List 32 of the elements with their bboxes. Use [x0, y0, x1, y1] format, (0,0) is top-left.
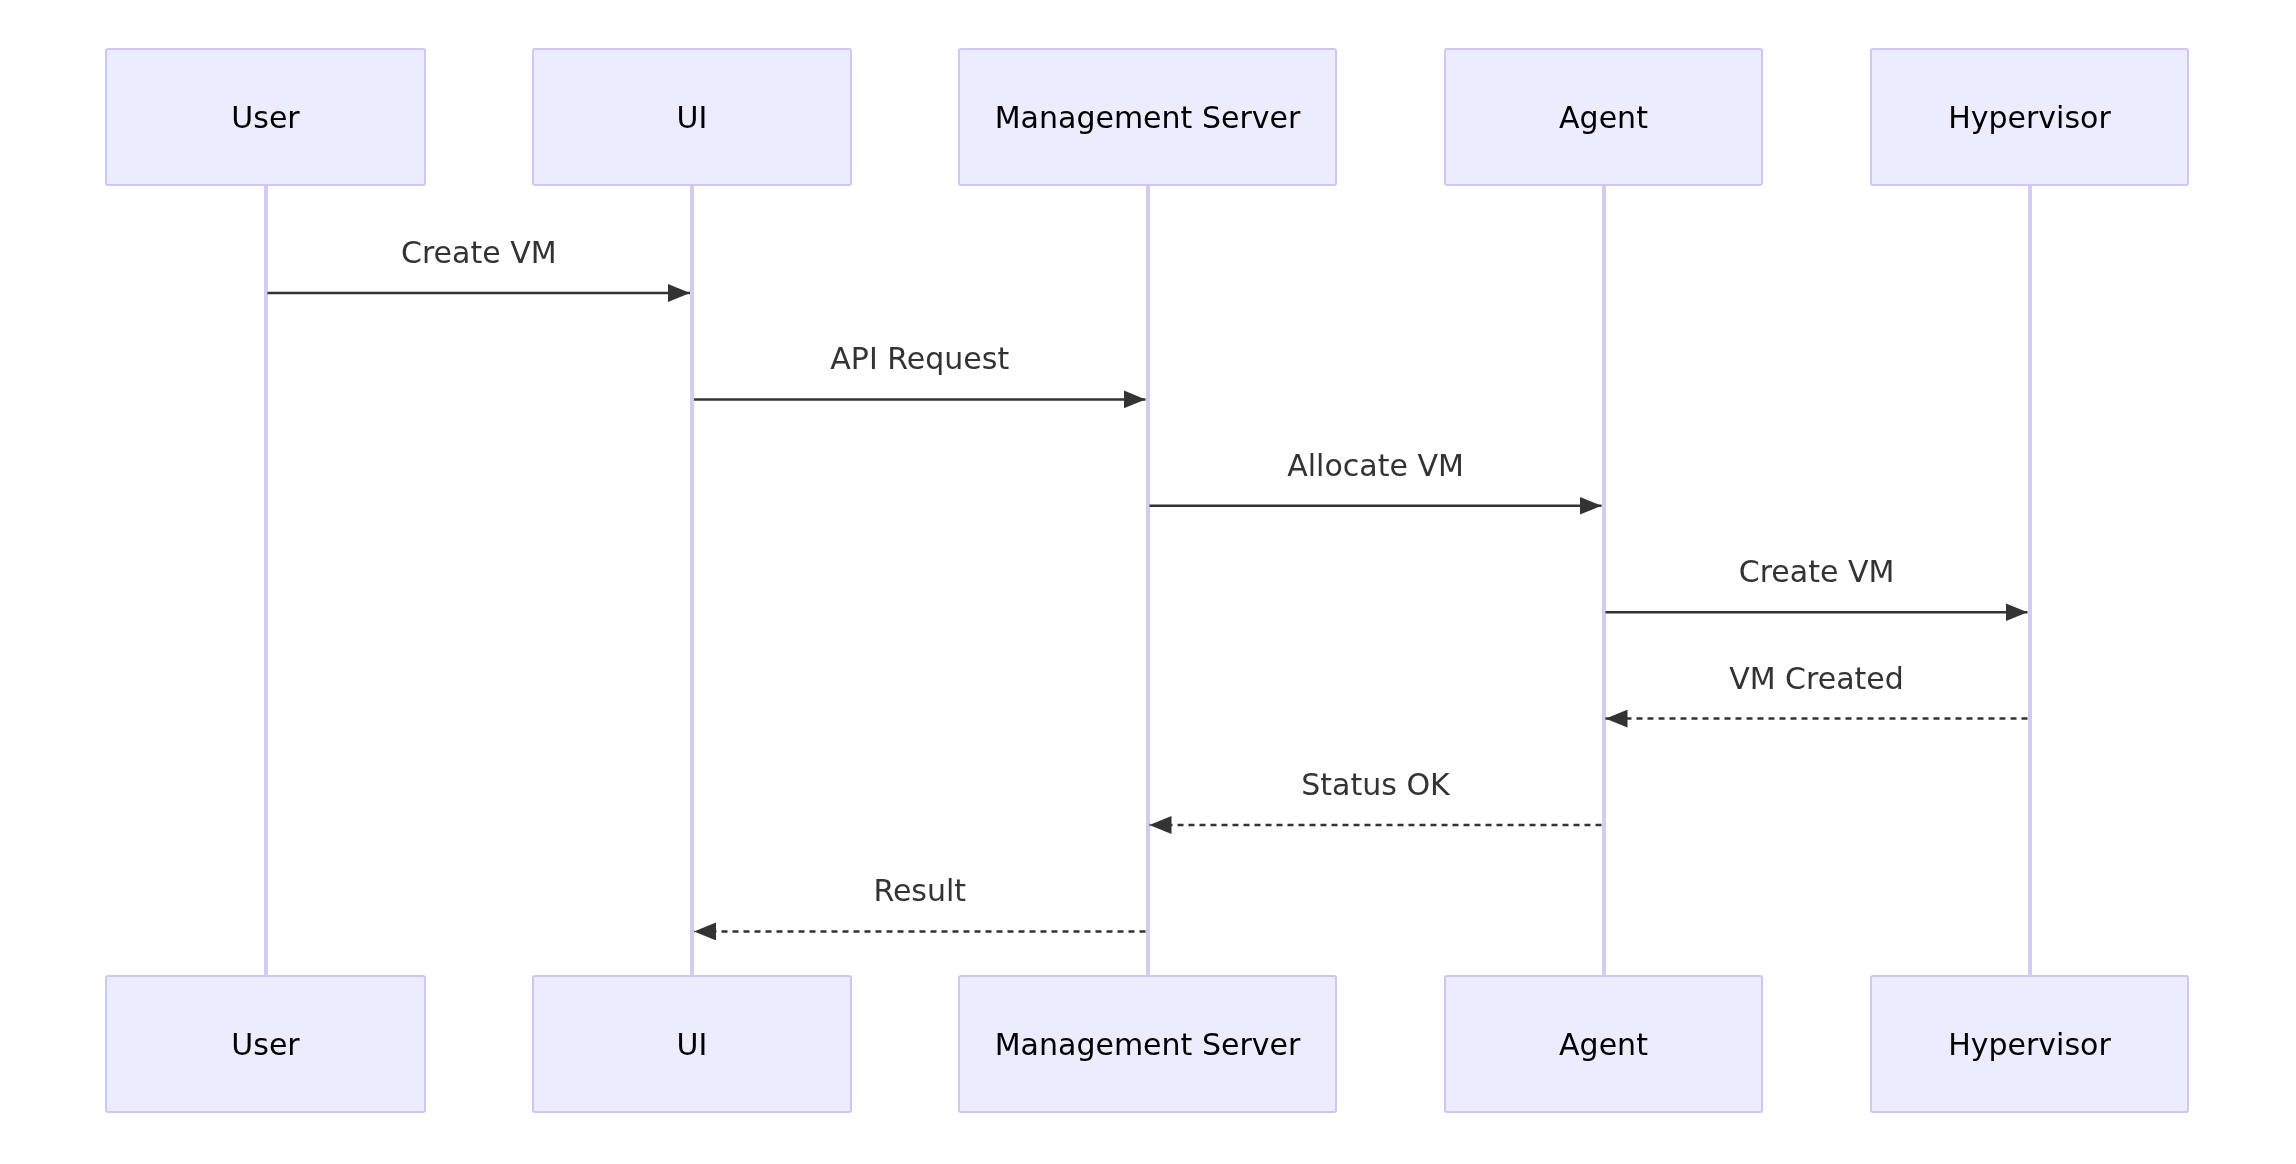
- message-arrow: [1149, 496, 1602, 515]
- lifeline: [690, 186, 694, 975]
- participant-name: Management Server: [994, 1026, 1301, 1062]
- participant-box: [1444, 975, 1763, 1113]
- message-arrow: [1149, 816, 1602, 834]
- participant-box: [958, 975, 1337, 1113]
- participant-name: User: [231, 1026, 300, 1062]
- message-arrow: [1605, 709, 2028, 728]
- message-arrow: [694, 922, 1146, 941]
- participant-box: [532, 48, 852, 186]
- participant-box: [958, 48, 1337, 186]
- lifeline: [2027, 186, 2032, 975]
- participant-box: [105, 975, 426, 1113]
- participant-name: Hypervisor: [1948, 1026, 2111, 1062]
- participant-box: [1870, 48, 2189, 186]
- participant-name: UI: [676, 99, 708, 135]
- participant-name: Agent: [1559, 99, 1648, 135]
- message-arrow: [1605, 603, 2028, 622]
- participant-name: Agent: [1559, 1026, 1648, 1062]
- lifeline: [263, 186, 268, 975]
- lifeline: [1601, 186, 1606, 975]
- participant-name: Hypervisor: [1948, 99, 2111, 135]
- lifeline: [1145, 186, 1150, 975]
- participant-box: [1870, 975, 2189, 1113]
- participant-box: [105, 48, 426, 186]
- message-arrow: [694, 390, 1146, 409]
- participant-name: UI: [676, 1026, 708, 1062]
- participant-name: User: [231, 99, 300, 135]
- message-arrow: [267, 284, 690, 302]
- participant-name: Management Server: [994, 99, 1301, 135]
- participant-box: [1444, 48, 1763, 186]
- participant-box: [532, 975, 852, 1113]
